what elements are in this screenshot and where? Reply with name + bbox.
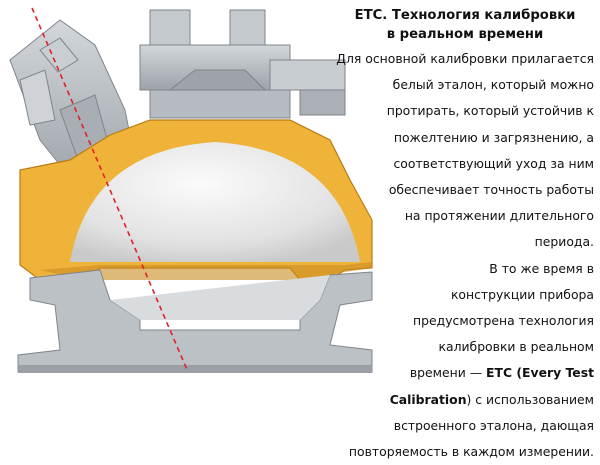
paragraph-1: Для основной калибровки прилагается белы…: [296, 46, 594, 256]
paragraph-1-line: протирать, который устойчив к: [386, 103, 594, 119]
calibration-bold-text: Calibration: [389, 391, 467, 407]
paragraph-2-line: встроенного эталона, дающая: [393, 417, 594, 433]
heading: ETC. Технология калибровки в реальном вр…: [336, 6, 594, 44]
paragraph-1-line: на протяжении длительного: [404, 208, 594, 224]
paragraph-2: В то же время в конструкции прибора пред…: [296, 256, 594, 465]
paragraph-1-line: периода.: [534, 234, 594, 250]
description-text-block: ETC. Технология калибровки в реальном вр…: [296, 6, 594, 465]
measurement-port-base: [17, 269, 373, 373]
paragraph-1-line: соответствующий уход за ним: [393, 155, 594, 171]
integrating-sphere-cutaway: [9, 7, 373, 373]
paragraph-2-line: В то же время в: [489, 260, 594, 276]
paragraph-2-text: ) с использованием: [466, 391, 594, 407]
paragraph-1-line: обеспечивает точность работы: [388, 182, 594, 198]
paragraph-2-line: предусмотрена технология: [413, 313, 594, 329]
paragraph-1-line: белый эталон, который можно: [392, 77, 594, 93]
paragraph-2-line: повторяемость в каждом измерении.: [348, 444, 594, 460]
etc-bold-text: ETC (Every Test: [486, 365, 594, 381]
paragraph-2-text: времени —: [409, 365, 487, 381]
heading-line-1: ETC. Технология калибровки: [354, 8, 576, 23]
top-sensor-module: [139, 9, 346, 119]
paragraph-2-line: конструкции прибора: [450, 286, 594, 302]
measurement-beam-line: [31, 7, 189, 373]
paragraph-2-line: калибровки в реальном: [438, 339, 595, 355]
heading-line-2: в реальном времени: [386, 27, 544, 42]
paragraph-2-line: времени — ETC (Every Test: [296, 360, 594, 386]
paragraph-1-line: Для основной калибровки прилагается: [336, 51, 594, 66]
sphere-interior: [70, 142, 360, 262]
paragraph-1-line: пожелтению и загрязнению, а: [393, 129, 594, 145]
